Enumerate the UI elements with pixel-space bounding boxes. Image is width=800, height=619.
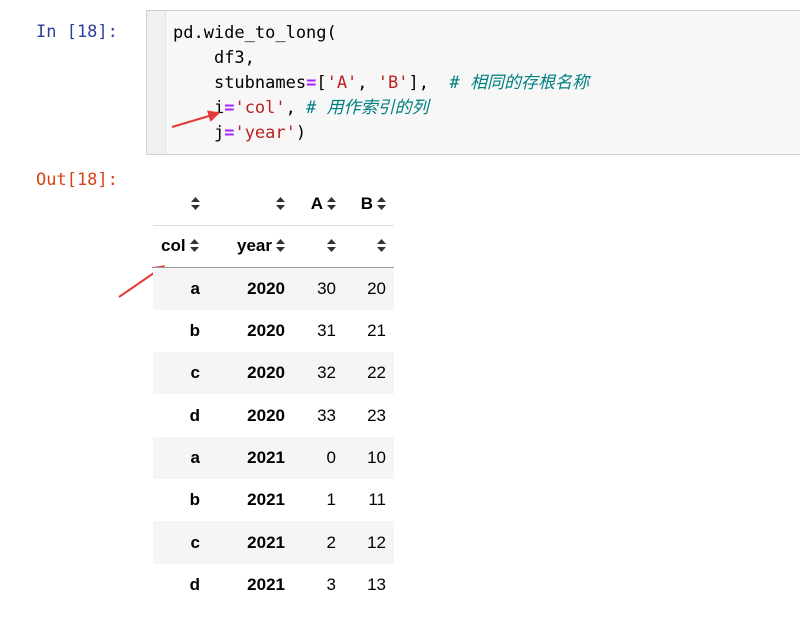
index-col-cell: a	[190, 278, 200, 298]
function-call: pd.wide_to_long(	[173, 23, 337, 43]
string-literal: 'B'	[377, 73, 409, 93]
sort-arrows-icon[interactable]	[276, 239, 285, 253]
call-close: )	[295, 123, 307, 143]
value-a-cell: 2	[326, 532, 336, 552]
index-year-cell: 2021	[247, 490, 285, 510]
code-line-2: df3,	[173, 46, 589, 71]
list-close: ],	[408, 73, 429, 93]
kwarg-name: stubnames	[213, 73, 307, 93]
index-year-cell: 2020	[247, 278, 285, 298]
code-editor[interactable]: pd.wide_to_long( df3, stubnames=['A', 'B…	[173, 21, 589, 146]
column-label: A	[310, 193, 323, 213]
code-gutter	[147, 11, 166, 154]
index-col-cell: c	[190, 363, 200, 383]
string-literal: 'col'	[234, 98, 286, 118]
column-header-row: A B	[153, 183, 394, 226]
string-literal: 'year'	[234, 123, 296, 143]
index-col-cell: a	[190, 447, 200, 467]
table-row: d 2020 33 23	[153, 394, 394, 436]
index-col-cell: b	[189, 321, 200, 341]
index-year-cell: 2021	[247, 532, 285, 552]
index-col-cell: c	[190, 532, 200, 552]
index-col-cell: b	[189, 490, 200, 510]
operator: =	[224, 98, 235, 118]
input-prompt: In [18]:	[36, 22, 118, 42]
value-b-cell: 13	[367, 574, 386, 594]
annotation-arrow-table	[118, 265, 165, 298]
index-header-year[interactable]: year	[208, 225, 293, 269]
code-line-1: pd.wide_to_long(	[173, 21, 589, 46]
value-a-cell: 30	[317, 278, 336, 298]
operator: =	[224, 123, 235, 143]
separator: ,	[285, 98, 307, 118]
table-row: b 2020 31 21	[153, 310, 394, 352]
value-b-cell: 11	[368, 490, 386, 510]
column-header-B[interactable]: B	[344, 183, 394, 226]
code-comment: # 用作索引的列	[306, 98, 429, 118]
sort-arrows-icon[interactable]	[327, 239, 336, 253]
kwarg-name: i	[213, 98, 225, 118]
table-row: a 2021 0 10	[153, 436, 394, 480]
header-blank[interactable]	[293, 225, 344, 269]
sort-arrows-icon[interactable]	[327, 196, 336, 210]
code-comment: # 相同的存根名称	[449, 73, 589, 93]
header-blank[interactable]	[344, 225, 394, 269]
sort-arrows-icon[interactable]	[377, 239, 386, 253]
index-header-col[interactable]: col	[153, 225, 208, 269]
value-b-cell: 21	[367, 321, 386, 341]
string-literal: 'A'	[326, 73, 358, 93]
value-b-cell: 10	[367, 447, 386, 467]
value-b-cell: 12	[367, 532, 386, 552]
index-label: year	[237, 236, 272, 256]
value-b-cell: 22	[367, 363, 386, 383]
separator: ,	[357, 73, 378, 93]
table-row: d 2021 3 13	[153, 564, 394, 606]
value-a-cell: 3	[326, 574, 336, 594]
sort-arrows-icon[interactable]	[189, 239, 199, 253]
value-b-cell: 23	[367, 405, 386, 425]
value-a-cell: 1	[326, 490, 336, 510]
table-row: c 2021 2 12	[153, 521, 394, 564]
sort-arrows-icon[interactable]	[377, 196, 386, 210]
code-line-5: j='year')	[173, 121, 589, 146]
value-a-cell: 32	[317, 363, 336, 383]
sort-arrows-icon[interactable]	[276, 196, 285, 210]
annotation-arrow-code	[171, 110, 221, 128]
header-blank[interactable]	[153, 183, 208, 226]
value-a-cell: 33	[317, 405, 336, 425]
value-a-cell: 0	[326, 447, 336, 467]
index-year-cell: 2020	[247, 405, 285, 425]
header-blank[interactable]	[208, 183, 293, 226]
dataframe-arg: df3,	[213, 48, 255, 68]
index-col-cell: d	[189, 405, 200, 425]
value-a-cell: 31	[317, 321, 336, 341]
index-year-cell: 2020	[247, 363, 285, 383]
value-b-cell: 20	[367, 278, 386, 298]
column-label: B	[360, 193, 373, 213]
index-year-cell: 2021	[247, 447, 285, 467]
code-line-3: stubnames=['A', 'B'], # 相同的存根名称	[173, 71, 589, 96]
index-label: col	[161, 236, 186, 256]
index-year-cell: 2020	[247, 321, 285, 341]
operator: =	[306, 73, 317, 93]
sort-arrows-icon[interactable]	[191, 196, 200, 210]
index-col-cell: d	[189, 574, 200, 594]
table-row: a 2020 30 20	[153, 267, 394, 310]
list-open: [	[316, 73, 327, 93]
output-prompt: Out[18]:	[36, 170, 118, 190]
code-line-4: i='col', # 用作索引的列	[173, 96, 589, 121]
code-cell[interactable]: pd.wide_to_long( df3, stubnames=['A', 'B…	[146, 10, 800, 155]
index-header-row: col year	[153, 225, 394, 269]
index-year-cell: 2021	[247, 574, 285, 594]
table-row: c 2020 32 22	[153, 352, 394, 395]
kwarg-name: j	[213, 123, 225, 143]
column-header-A[interactable]: A	[293, 183, 344, 226]
